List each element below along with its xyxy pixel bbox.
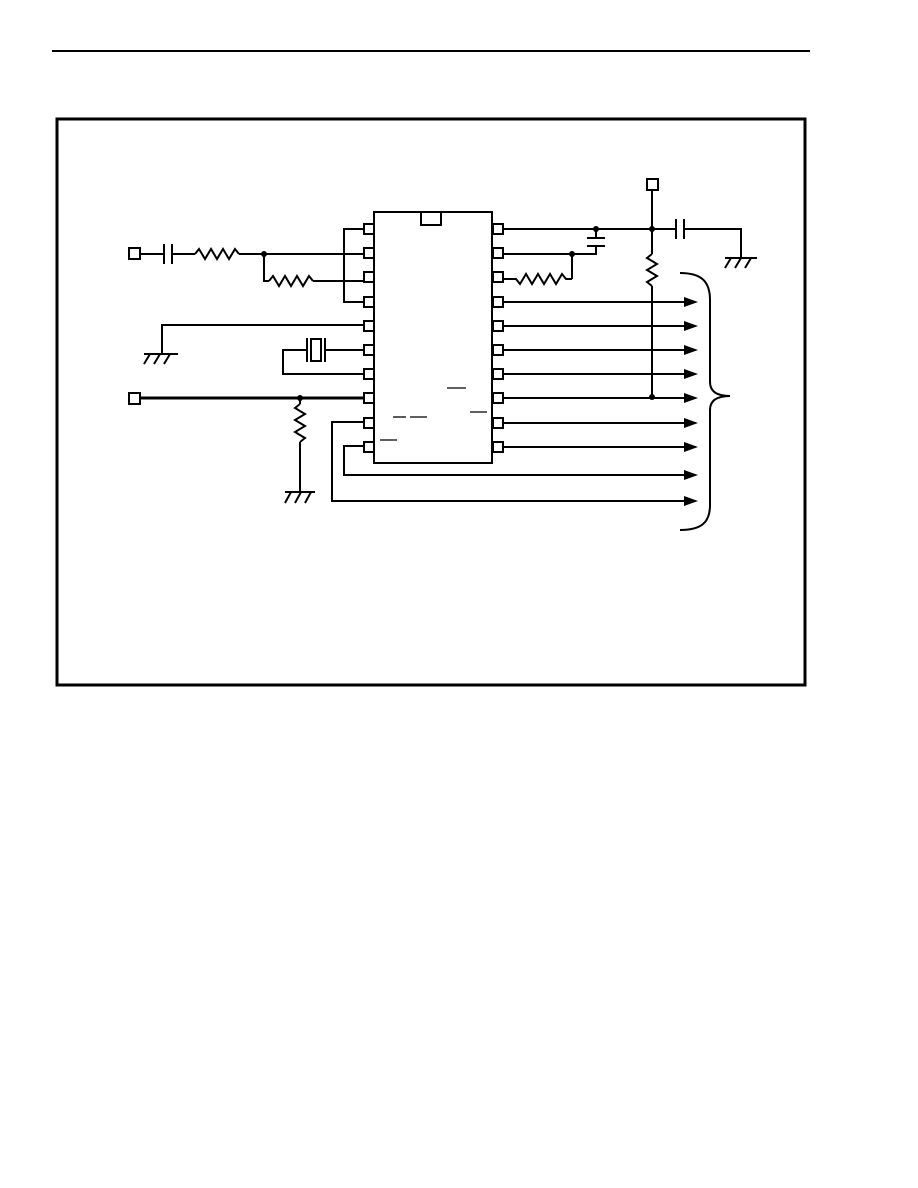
- ic-pin-right-2: [492, 247, 504, 259]
- arrow-icon: [684, 321, 698, 331]
- ic-pin-left-5: [363, 320, 375, 332]
- header-rule: [52, 50, 810, 52]
- capacitor-icon: [163, 244, 173, 264]
- ic-pin-right-4: [492, 296, 504, 308]
- ic-pin-right-9: [492, 417, 504, 429]
- arrow-icon: [684, 470, 698, 480]
- wire: [343, 228, 364, 303]
- wire: [331, 421, 690, 502]
- ic-pin-left-7: [363, 368, 375, 380]
- ic-pin-right-7: [492, 368, 504, 380]
- resistor-icon: [268, 274, 314, 288]
- ic-right-pins: [492, 223, 504, 453]
- ic-pin-right-3: [492, 271, 504, 283]
- wire: [282, 349, 364, 375]
- ic-pin-right-8: [492, 392, 504, 404]
- ground-icon: [143, 353, 178, 365]
- ic-pin-left-6: [363, 344, 375, 356]
- ic-pin-right-10: [492, 441, 504, 453]
- arrow-icon: [684, 297, 698, 307]
- ic-pin-left-9: [363, 417, 375, 429]
- resistor-icon: [645, 253, 659, 287]
- arrow-icon: [684, 345, 698, 355]
- arrow-icon: [684, 496, 698, 506]
- brace-icon: [679, 272, 731, 531]
- ic-pin-left-8: [363, 392, 375, 404]
- ic-pin-left-3: [363, 271, 375, 283]
- ic-pin-left-10: [363, 441, 375, 453]
- ic-pin-right-1: [492, 223, 504, 235]
- resistor-icon: [293, 403, 307, 443]
- ic-pin-right-5: [492, 320, 504, 332]
- ic-pin-left-1: [363, 223, 375, 235]
- wire: [503, 246, 597, 255]
- ic-body: [373, 211, 493, 464]
- arrow-icon: [684, 393, 698, 403]
- input-terminal-2: [128, 392, 141, 405]
- supply-terminal: [646, 178, 659, 191]
- arrow-icon: [684, 418, 698, 428]
- ground-icon: [284, 491, 315, 504]
- ground-icon: [724, 257, 757, 269]
- ic-chip: [373, 211, 493, 464]
- wire: [161, 324, 364, 354]
- crystal-icon: [306, 338, 326, 362]
- arrow-icon: [684, 442, 698, 452]
- capacitor-icon: [675, 219, 685, 239]
- ic-notch: [420, 211, 442, 226]
- resistor-icon: [194, 247, 240, 261]
- wire: [684, 228, 742, 258]
- ic-left-pins: [363, 223, 375, 453]
- ic-pin-right-6: [492, 344, 504, 356]
- ic-pin-left-4: [363, 296, 375, 308]
- capacitor-icon: [587, 237, 605, 247]
- arrow-icon: [684, 369, 698, 379]
- wire: [343, 445, 690, 476]
- output-arrows: [503, 297, 698, 506]
- ic-pin-left-2: [363, 247, 375, 259]
- diagram-frame: [55, 117, 807, 687]
- resistor-icon: [503, 272, 572, 286]
- wire: [263, 254, 269, 282]
- input-terminal-1: [128, 247, 141, 260]
